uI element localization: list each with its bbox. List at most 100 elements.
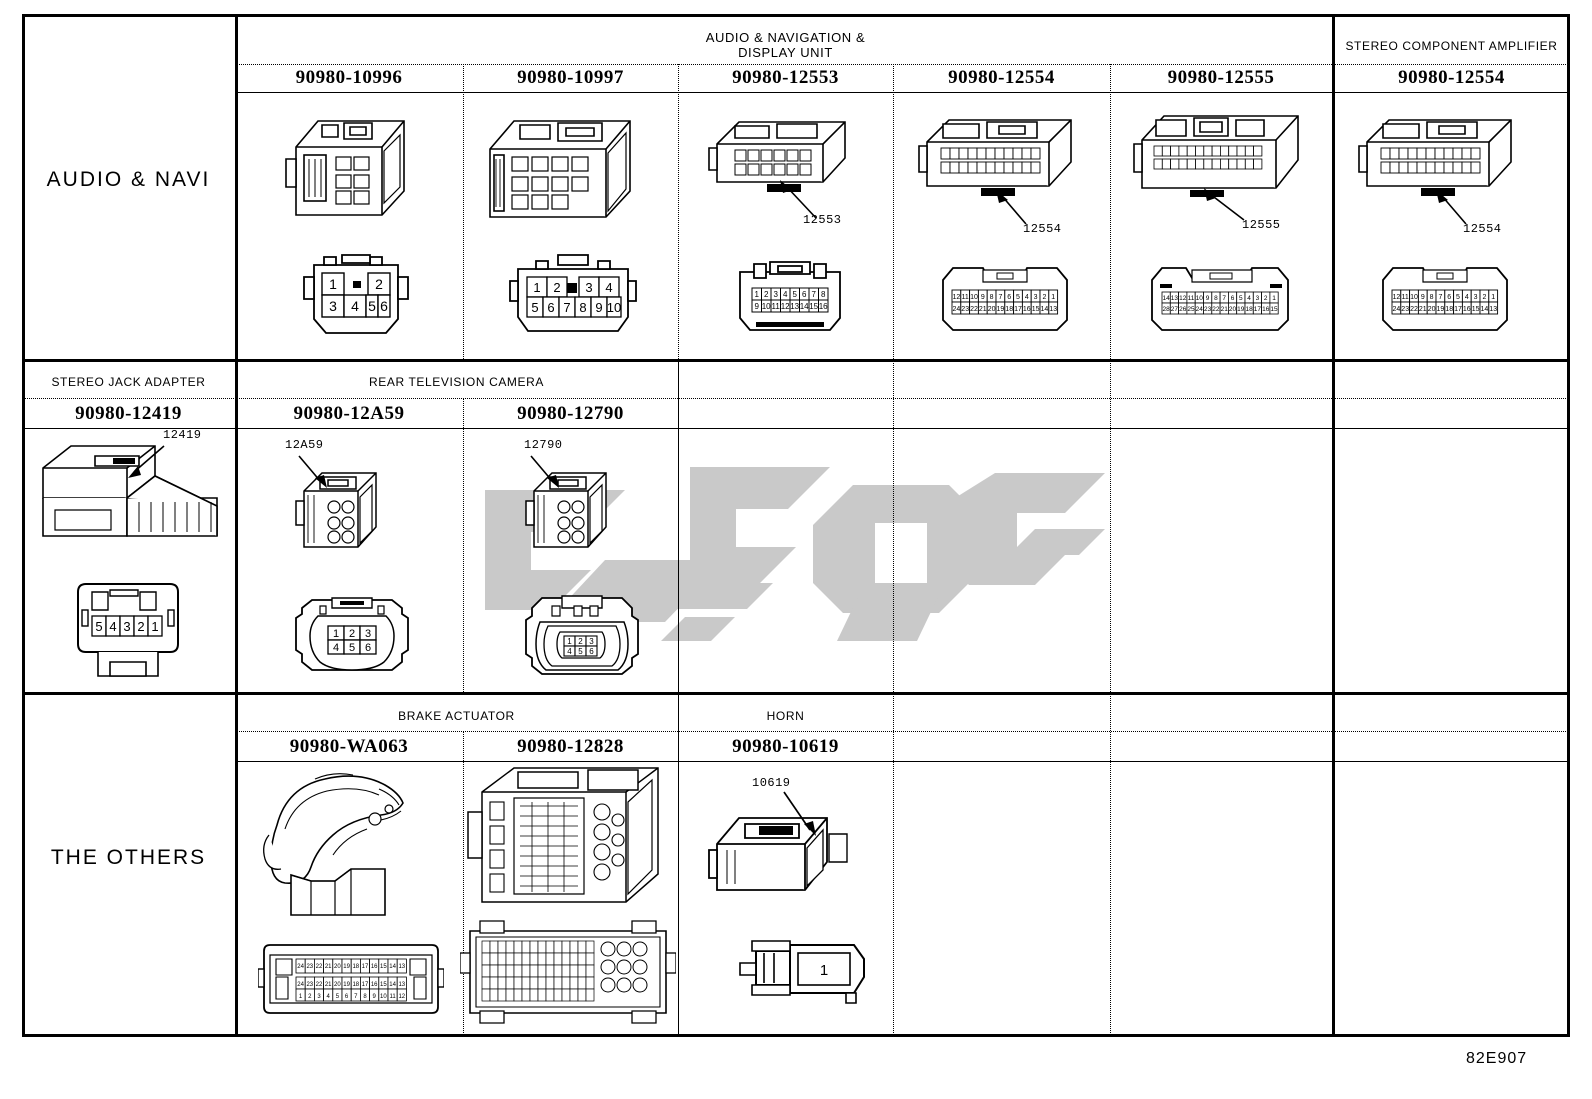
rule-r3-col5 [1332,692,1335,1037]
rule-r2-col2 [678,359,679,692]
svg-text:24: 24 [297,964,304,970]
svg-text:2: 2 [308,994,312,1000]
rule-r3-col4 [1110,692,1112,1037]
part-number-r1c4: 90980-12555 [1167,67,1275,89]
svg-text:3: 3 [317,994,321,1000]
rule-r2-col5 [1332,359,1335,692]
part-number-r2c2: 90980-12790 [517,402,624,424]
svg-text:2: 2 [553,280,560,295]
svg-text:11: 11 [389,994,396,1000]
leader-line-r1c4 [1204,188,1245,221]
rule-r2-col4 [1110,359,1112,692]
svg-text:23: 23 [1401,306,1409,313]
svg-text:5: 5 [349,642,355,654]
svg-text:13: 13 [1049,306,1057,313]
svg-text:14: 14 [1162,295,1170,302]
svg-text:24: 24 [953,306,961,313]
svg-text:11: 11 [1402,294,1409,301]
leader-line-r1c2 [780,180,817,219]
svg-text:22: 22 [316,982,323,988]
svg-text:2: 2 [578,637,583,646]
leader-line-r2c0 [128,445,165,478]
svg-text:18: 18 [1445,306,1453,313]
svg-text:23: 23 [306,982,313,988]
part-number-r2c1: 90980-12A59 [293,402,405,424]
svg-text:15: 15 [1032,306,1040,313]
svg-text:1: 1 [533,280,540,295]
part-number-r1c0: 90980-10996 [295,67,403,89]
svg-text:12: 12 [953,294,961,301]
rule-r2-col0 [235,359,236,692]
svg-text:22: 22 [970,306,978,313]
svg-text:3: 3 [1256,295,1260,302]
svg-text:9: 9 [1206,295,1210,302]
svg-text:10: 10 [380,994,387,1000]
svg-text:5: 5 [368,298,376,314]
svg-text:5: 5 [1456,294,1460,301]
svg-text:1: 1 [299,994,303,1000]
part-number-r1c1: 90980-10997 [517,67,624,89]
svg-text:17: 17 [1014,306,1022,313]
svg-text:20: 20 [988,306,996,313]
svg-text:21: 21 [1221,306,1229,313]
svg-text:20: 20 [1428,306,1436,313]
svg-text:8: 8 [363,994,367,1000]
callout-r1c3: 12554 [1023,222,1062,236]
svg-text:22: 22 [316,964,323,970]
svg-text:16: 16 [1463,306,1471,313]
part-number-r2c0: 90980-12419 [75,402,182,424]
part-number-r1c5: 90980-12554 [1398,67,1505,89]
svg-text:16: 16 [371,964,378,970]
svg-text:5: 5 [1239,295,1243,302]
rule-row1-bottom [22,359,1570,362]
svg-text:4: 4 [333,642,339,654]
svg-text:18: 18 [352,982,359,988]
svg-text:13: 13 [398,964,405,970]
svg-text:11: 11 [772,302,781,311]
svg-text:7: 7 [998,294,1002,301]
svg-text:21: 21 [325,964,332,970]
svg-text:7: 7 [354,994,358,1000]
svg-text:9: 9 [754,302,759,311]
svg-text:6: 6 [1007,294,1011,301]
svg-text:16: 16 [819,302,828,311]
svg-text:1: 1 [151,619,158,634]
connector-image-r1c0 [278,105,428,235]
connector-image-r1c1 [480,105,655,235]
svg-text:6: 6 [345,994,349,1000]
svg-text:16: 16 [371,982,378,988]
svg-text:21: 21 [979,306,987,313]
svg-text:4: 4 [1247,295,1251,302]
rule-r1-partnum-bottom [235,92,1570,93]
svg-text:26: 26 [1179,306,1187,313]
svg-text:2: 2 [1482,294,1486,301]
svg-text:14: 14 [1481,306,1489,313]
svg-text:17: 17 [1254,306,1262,313]
svg-text:19: 19 [343,964,350,970]
row-label-audio-navi: AUDIO & NAVI [46,167,211,191]
svg-text:5: 5 [336,994,340,1000]
svg-text:12: 12 [1393,294,1401,301]
callout-r2c0: 12419 [163,428,202,442]
svg-text:20: 20 [334,964,341,970]
row-label-the-others: THE OTHERS [50,845,207,869]
svg-text:28: 28 [1162,306,1170,313]
rule-r3-col1 [463,731,465,1037]
svg-text:2: 2 [349,628,355,640]
svg-text:13: 13 [398,982,405,988]
svg-text:14: 14 [389,964,396,970]
svg-text:25: 25 [1187,306,1195,313]
svg-text:8: 8 [1214,295,1218,302]
svg-text:11: 11 [962,294,969,301]
svg-text:2: 2 [1264,295,1268,302]
svg-text:2: 2 [1042,294,1046,301]
rule-r1-group-bottom [235,64,1570,66]
connector-image-r3c0 [255,765,455,925]
svg-text:6: 6 [1231,295,1235,302]
svg-text:7: 7 [563,300,570,315]
